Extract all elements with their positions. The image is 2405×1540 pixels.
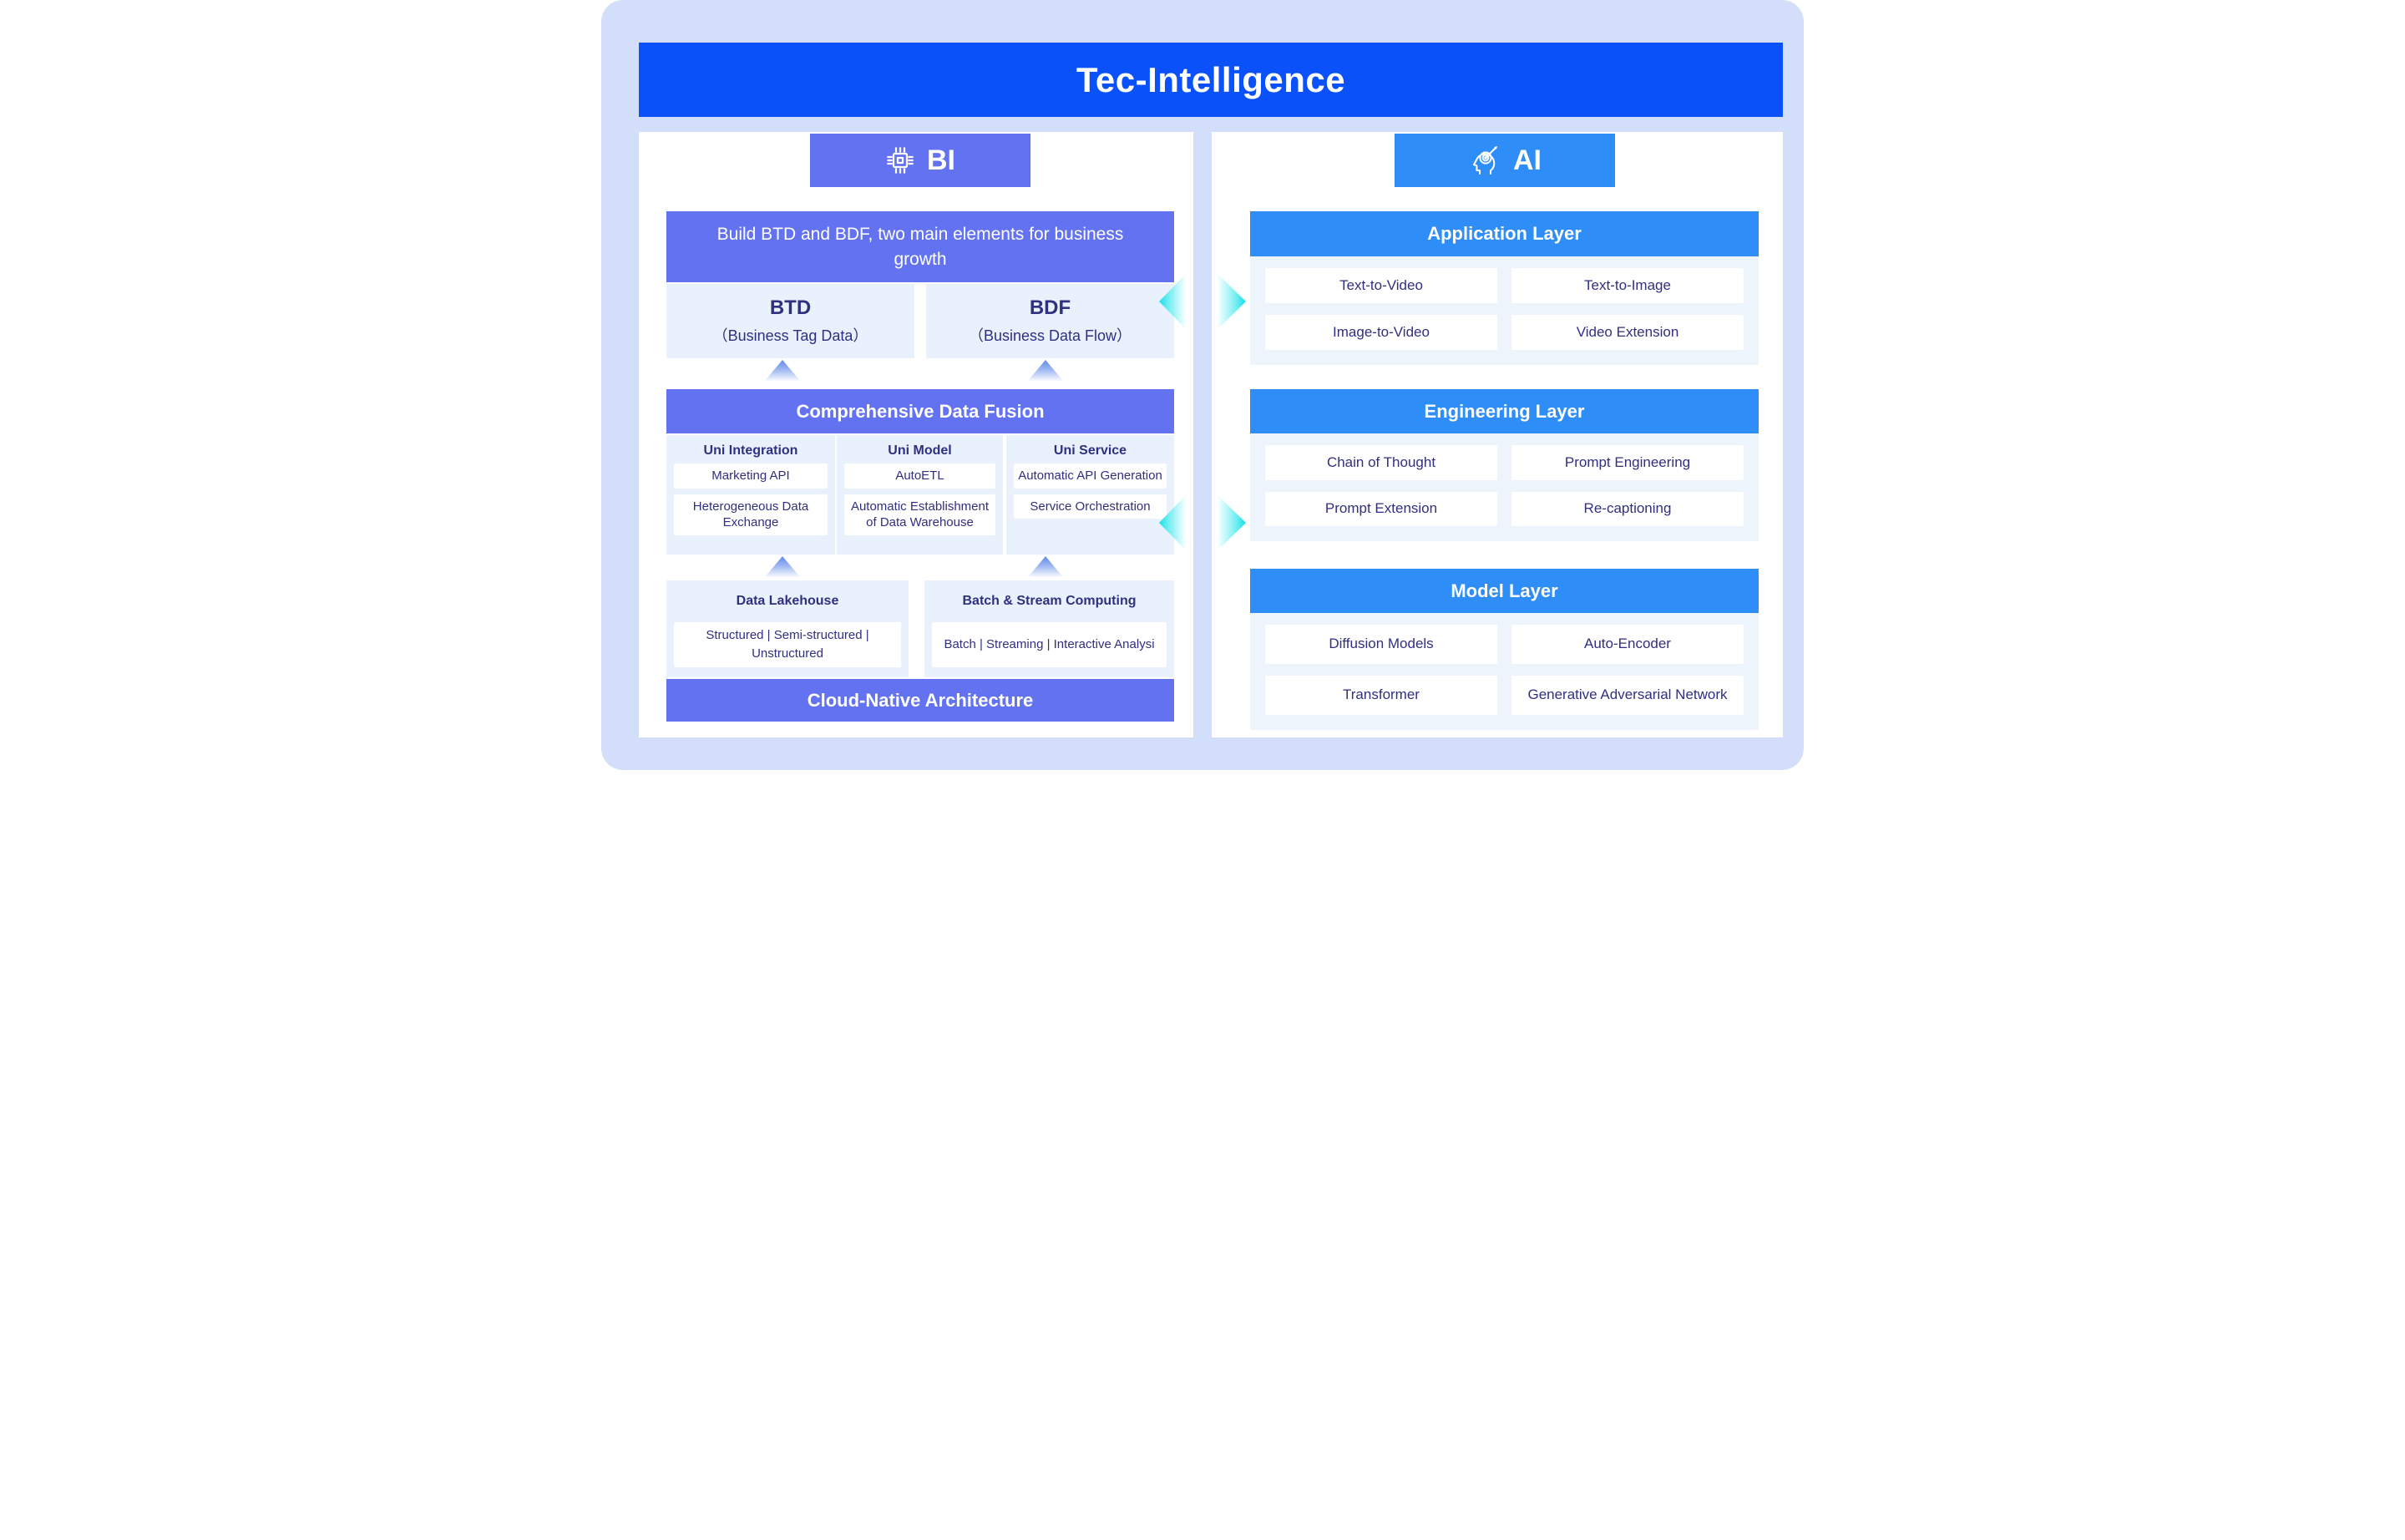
up-arrow-icon bbox=[764, 556, 801, 578]
layer-item: Chain of Thought bbox=[1265, 445, 1497, 480]
fusion-column-uni-model: Uni Model AutoETL Automatic Establishmen… bbox=[837, 435, 1003, 555]
engineering-layer-body: Chain of Thought Prompt Engineering Prom… bbox=[1250, 433, 1759, 541]
column-label: Uni Service bbox=[1053, 443, 1127, 458]
layer-item: Text-to-Video bbox=[1265, 268, 1497, 303]
up-arrow-icon bbox=[764, 360, 801, 382]
layer-item: Video Extension bbox=[1511, 315, 1744, 350]
btd-subtitle: （Business Tag Data） bbox=[712, 327, 868, 344]
layer-item: Prompt Engineering bbox=[1511, 445, 1744, 480]
column-label: Uni Model bbox=[888, 443, 952, 458]
fusion-item: AutoETL bbox=[844, 464, 995, 489]
ai-header-label: AI bbox=[1513, 144, 1542, 176]
layer-item: Auto-Encoder bbox=[1511, 625, 1744, 664]
title-bar: Tec-Intelligence bbox=[639, 43, 1783, 117]
fusion-item: Service Orchestration bbox=[1014, 494, 1167, 519]
bdf-subtitle: （Business Data Flow） bbox=[968, 327, 1132, 344]
column-label: Uni Integration bbox=[703, 443, 798, 458]
layer-item: Generative Adversarial Network bbox=[1511, 676, 1744, 715]
data-lakehouse-box: Data Lakehouse Structured | Semi-structu… bbox=[666, 580, 909, 677]
ai-panel: AI Application Layer Text-to-Video Text-… bbox=[1212, 132, 1783, 737]
foundation-label: Batch & Stream Computing bbox=[962, 594, 1137, 608]
fusion-item: Heterogeneous Data Exchange bbox=[674, 494, 828, 535]
chip-icon bbox=[885, 145, 915, 175]
layer-item: Text-to-Image bbox=[1511, 268, 1744, 303]
layer-item: Re-captioning bbox=[1511, 491, 1744, 526]
layer-item: Transformer bbox=[1265, 676, 1497, 715]
ai-section-header: AI bbox=[1395, 134, 1615, 187]
bi-header-label: BI bbox=[927, 144, 955, 176]
layer-item: Prompt Extension bbox=[1265, 491, 1497, 526]
fusion-item: Automatic Establishment of Data Warehous… bbox=[844, 494, 995, 535]
btd-box: BTD （Business Tag Data） bbox=[666, 284, 914, 358]
layer-item: Image-to-Video bbox=[1265, 315, 1497, 350]
head-target-icon bbox=[1468, 144, 1501, 177]
model-layer-body: Diffusion Models Auto-Encoder Transforme… bbox=[1250, 613, 1759, 730]
application-layer-body: Text-to-Video Text-to-Image Image-to-Vid… bbox=[1250, 256, 1759, 365]
bdf-box: BDF （Business Data Flow） bbox=[926, 284, 1174, 358]
batch-stream-box: Batch & Stream Computing Batch | Streami… bbox=[924, 580, 1174, 677]
fusion-item: Marketing API bbox=[674, 464, 828, 489]
fusion-title-bar: Comprehensive Data Fusion bbox=[666, 389, 1174, 433]
foundation-item: Structured | Semi-structured | Unstructu… bbox=[674, 622, 901, 667]
bi-section-header: BI bbox=[810, 134, 1030, 187]
application-layer-header: Application Layer bbox=[1250, 211, 1759, 256]
bdf-title: BDF bbox=[1029, 296, 1071, 319]
fusion-column-uni-integration: Uni Integration Marketing API Heterogene… bbox=[666, 435, 835, 555]
page-title: Tec-Intelligence bbox=[1076, 59, 1346, 99]
bi-panel: BI Build BTD and BDF, two main elements … bbox=[639, 132, 1193, 737]
up-arrow-icon bbox=[1027, 556, 1064, 578]
fusion-column-uni-service: Uni Service Automatic API Generation Ser… bbox=[1006, 435, 1174, 555]
fusion-item: Automatic API Generation bbox=[1014, 464, 1167, 489]
engineering-layer-header: Engineering Layer bbox=[1250, 389, 1759, 433]
model-layer-header: Model Layer bbox=[1250, 569, 1759, 613]
foundation-item: Batch | Streaming | Interactive Analysi bbox=[932, 622, 1167, 667]
cloud-native-bar: Cloud-Native Architecture bbox=[666, 679, 1174, 722]
up-arrow-icon bbox=[1027, 360, 1064, 382]
foundation-label: Data Lakehouse bbox=[736, 594, 839, 608]
infographic-page: Tec-Intelligence BI Build BTD and BDF, t… bbox=[601, 0, 1804, 770]
btd-title: BTD bbox=[769, 296, 812, 319]
build-statement-box: Build BTD and BDF, two main elements for… bbox=[666, 211, 1174, 282]
layer-item: Diffusion Models bbox=[1265, 625, 1497, 664]
